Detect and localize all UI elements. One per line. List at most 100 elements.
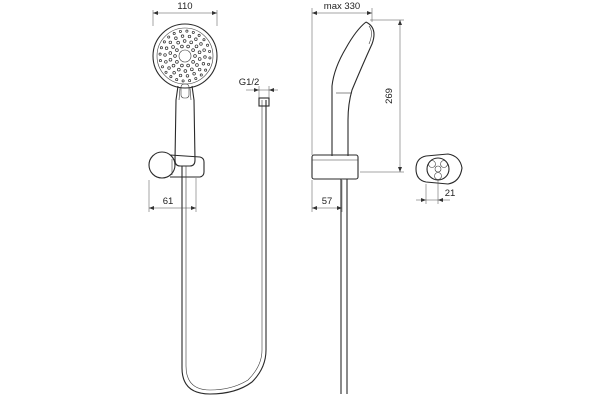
nozzle-hole	[168, 40, 173, 45]
nozzle-hole	[204, 68, 208, 72]
dim-arrow-right	[367, 11, 372, 15]
hose-inner	[185, 100, 263, 391]
nozzle-hole	[191, 30, 195, 34]
detail-ring	[426, 157, 450, 181]
dim-max-length: max 330	[311, 1, 373, 155]
nozzle-hole	[206, 43, 209, 47]
nozzle-hole	[207, 62, 211, 66]
dim-arrow-left	[421, 198, 426, 202]
nozzle-hole	[178, 29, 182, 33]
dim-arrow-left	[312, 206, 317, 210]
bracket-knob	[148, 151, 176, 179]
nozzle-hole	[177, 67, 181, 72]
nozzle-hole	[164, 70, 168, 74]
nozzle-hole	[158, 52, 162, 56]
nozzle-hole	[161, 65, 164, 69]
dim-arrow-left	[149, 206, 154, 210]
detail-outline	[415, 153, 463, 185]
dim-bracket-offset-label: 61	[163, 196, 174, 207]
nozzle-hole	[158, 59, 162, 63]
side-bracket	[311, 154, 359, 180]
side-view	[311, 21, 375, 394]
detail-hole-1	[428, 160, 436, 168]
nozzle-hole	[167, 66, 171, 70]
nozzle-hole	[180, 34, 185, 38]
dim-bracket-offset: 61	[148, 178, 197, 212]
spray-nozzles	[158, 29, 212, 83]
front-wall-bracket	[148, 151, 205, 179]
nozzle-hole	[176, 40, 180, 45]
dim-bracket-detail-label: 21	[445, 188, 456, 199]
nozzle-hole	[175, 48, 179, 52]
dim-head-width: 110	[152, 1, 218, 26]
dim-bracket-detail: 21	[416, 180, 455, 204]
nozzle-hole	[175, 78, 179, 82]
nozzle-hole	[202, 48, 206, 52]
bracket-body	[169, 154, 205, 178]
nozzle-hole	[163, 53, 167, 57]
nozzle-hole	[159, 46, 163, 50]
detail-hole-2	[440, 160, 448, 168]
dim-connection: G1/2	[239, 77, 278, 98]
nozzle-hole	[185, 29, 189, 33]
nozzle-hole	[185, 74, 190, 78]
nozzle-hole	[197, 50, 202, 55]
nozzle-hole	[186, 44, 190, 49]
dim-arrow-right	[212, 11, 217, 15]
handle-detail-left	[178, 87, 181, 101]
nozzle-hole	[197, 57, 202, 61]
nozzle-hole	[190, 67, 194, 72]
dim-arrow-bottom	[398, 167, 402, 172]
nozzle-hole	[191, 48, 195, 52]
detail-hole-3	[434, 172, 442, 180]
nozzle-hole	[189, 40, 193, 45]
nozzle-hole	[171, 63, 176, 68]
spray-center	[178, 49, 192, 63]
nozzle-hole	[168, 51, 173, 55]
nozzle-hole	[192, 72, 196, 76]
nozzle-hole	[194, 44, 199, 49]
nozzle-hole	[187, 34, 192, 39]
side-spray-face	[368, 25, 372, 45]
nozzle-hole	[175, 60, 179, 64]
dim-max-length-label: max 330	[324, 1, 360, 12]
dim-arrow-right	[438, 198, 443, 202]
nozzle-hole	[195, 63, 199, 67]
detail-center	[434, 165, 442, 173]
dim-arrow-right	[191, 206, 196, 210]
nozzle-hole	[194, 37, 198, 41]
nozzle-hole	[168, 57, 173, 62]
dim-arrow-top	[398, 20, 402, 25]
dim-height-label: 269	[384, 88, 395, 104]
side-head-front	[347, 21, 375, 156]
dim-arrow-right	[337, 206, 342, 210]
nozzle-hole	[172, 71, 176, 75]
nozzle-hole	[208, 49, 212, 53]
nozzle-hole	[199, 42, 203, 46]
nozzle-hole	[172, 32, 176, 35]
nozzle-hole	[180, 44, 184, 49]
nozzle-hole	[178, 73, 183, 78]
nozzle-hole	[208, 56, 212, 60]
nozzle-hole	[201, 62, 206, 66]
nozzle-hole	[173, 54, 177, 58]
nozzle-hole	[162, 40, 166, 44]
nozzle-hole	[193, 54, 197, 58]
nozzle-hole	[197, 67, 202, 72]
nozzle-hole	[197, 33, 201, 37]
dim-arrow-left	[254, 88, 259, 92]
dim-height: 269	[360, 19, 404, 173]
nozzle-hole	[182, 39, 187, 43]
dim-arrow-left	[312, 11, 317, 15]
front-shower-head	[152, 23, 218, 89]
dim-arrow-left	[153, 11, 158, 15]
nozzle-hole	[181, 79, 185, 83]
handle-button	[180, 83, 190, 99]
nozzle-hole	[191, 60, 195, 64]
dim-bracket-depth: 57	[311, 180, 343, 212]
bracket-detail-view	[415, 153, 463, 185]
nozzle-hole	[164, 46, 169, 50]
front-hose	[181, 97, 270, 395]
